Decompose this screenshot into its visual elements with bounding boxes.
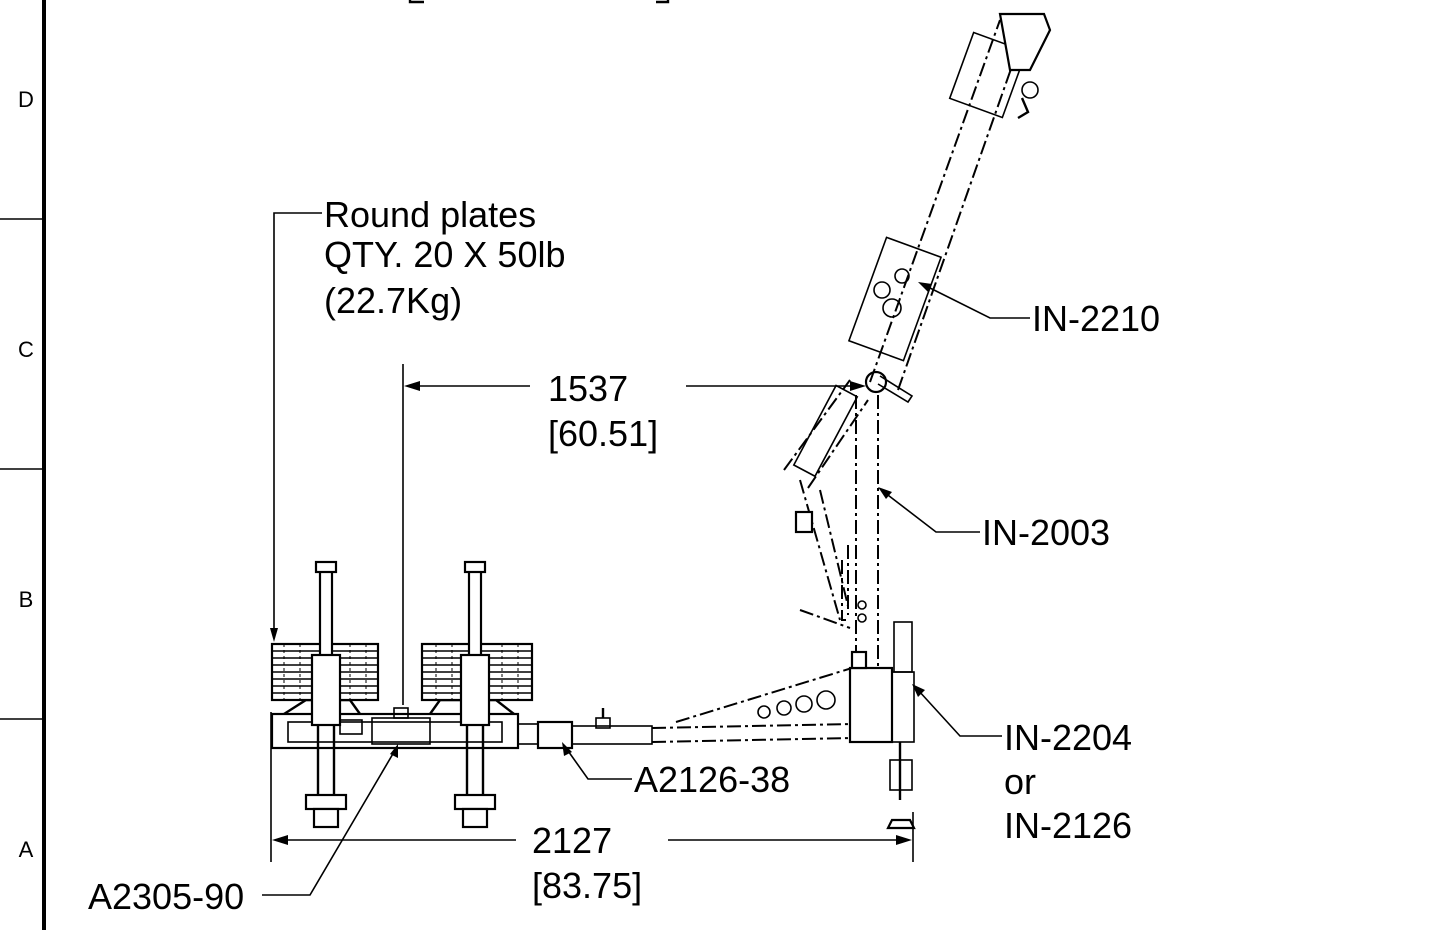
callout-in-2210: IN-2210 (1032, 298, 1160, 339)
dimension-1537-mm: 1537 (548, 368, 628, 409)
dimension-2127-lines (270, 712, 914, 862)
leader-in-2210 (918, 282, 1030, 319)
zone-label-c: C (18, 337, 34, 362)
zone-label-a: A (19, 837, 34, 862)
dimension-1537-inch: [60.51] (548, 413, 658, 454)
in-2204-line3: IN-2126 (1004, 805, 1132, 846)
plate-post-right (453, 560, 497, 829)
in-2204-line2: or (1004, 761, 1036, 802)
leader-a2305-90 (262, 744, 398, 896)
drawing-border (0, 0, 670, 930)
dimension-1537-text: 1537 [60.51] (548, 368, 658, 454)
round-plates-line1: Round plates (324, 194, 536, 235)
round-plates-line2: QTY. 20 X 50lb (324, 234, 566, 275)
lift-cylinder (783, 379, 869, 621)
leader-in-2204 (912, 684, 1002, 737)
leader-round-plates (270, 212, 322, 642)
callout-in-2003: IN-2003 (982, 512, 1110, 553)
mast-base-block (848, 621, 916, 830)
zone-label-b: B (19, 587, 34, 612)
dimension-1537-lines (402, 364, 866, 705)
zone-labels: D C B A (18, 87, 34, 862)
callout-round-plates: Round plates QTY. 20 X 50lb (22.7Kg) (324, 194, 566, 321)
zone-label-d: D (18, 87, 34, 112)
plate-post-left (304, 560, 348, 829)
dimension-2127-inch: [83.75] (532, 865, 642, 906)
telescopic-tongue (536, 708, 853, 750)
callout-in-2204: IN-2204 or IN-2126 (1004, 717, 1132, 846)
callout-a2305-90: A2305-90 (88, 876, 244, 917)
callout-a2126-38: A2126-38 (634, 759, 790, 800)
leader-in-2003 (878, 487, 980, 533)
dimension-2127-text: 2127 [83.75] (532, 820, 642, 906)
in-2204-line1: IN-2204 (1004, 717, 1132, 758)
boom-in-2210 (847, 12, 1052, 404)
round-plates-line3: (22.7Kg) (324, 280, 462, 321)
leader-a2126-38 (562, 742, 632, 780)
dimension-2127-mm: 2127 (532, 820, 612, 861)
tapered-frame (675, 666, 853, 723)
